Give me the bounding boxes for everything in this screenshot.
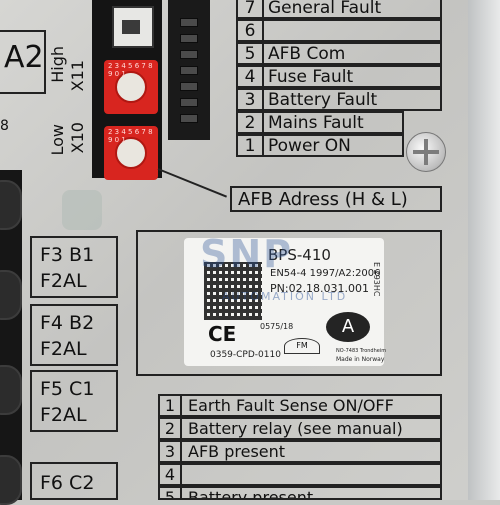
model-name: BPS-410	[268, 246, 331, 264]
ce-mark: CE	[208, 322, 237, 346]
function-label: AFB present	[188, 442, 286, 461]
x10-label: X10	[68, 122, 87, 154]
address-text: NO-7483 Trondheim	[336, 348, 387, 354]
fuse-line1: F3 B1	[40, 244, 95, 266]
rotary-switch-low[interactable]: 2 3 4 5 6 7 8 9 0 1	[104, 126, 158, 180]
led-label: Battery Fault	[268, 90, 378, 110]
fuse-label-f4: F4 B2 F2AL	[30, 304, 118, 366]
led-label: Power ON	[268, 136, 351, 156]
afb-address-box	[230, 186, 442, 212]
x11-label: X11	[68, 60, 87, 92]
led-row: 1 Power ON	[236, 134, 404, 157]
made-in-text: Made in Norway	[336, 356, 385, 363]
rotary-dial	[115, 71, 147, 103]
led-number: 1	[238, 136, 264, 156]
function-label: Battery present	[188, 488, 314, 500]
led-row: 3 Battery Fault	[236, 88, 442, 111]
cert-number: 0359-CPD-0110	[210, 350, 281, 360]
rotary-digits: 2 3 4 5 6 7 8 9 0 1	[108, 128, 153, 144]
brand-seal-icon: A	[326, 312, 370, 342]
fuse-label-f5: F5 C1 F2AL	[30, 370, 118, 432]
low-label: Low	[48, 124, 67, 156]
afb-address-label: AFB Adress (H & L)	[238, 189, 408, 210]
function-number: 3	[160, 442, 182, 461]
fuse-line2: F2AL	[40, 338, 87, 360]
fuse-line2: F2AL	[40, 404, 87, 426]
fuse-line1: F4 B2	[40, 312, 95, 334]
led-label: General Fault	[268, 0, 382, 18]
part-number: PN:02.18.031.001	[270, 282, 370, 295]
standard-text: EN54-4 1997/A2:2006	[270, 268, 381, 279]
watermark-subtext: AUTOMATION LTD	[222, 290, 348, 303]
led-row: 4 Fuse Fault	[236, 65, 442, 88]
led-number: 4	[238, 67, 264, 87]
fuse-line2: F2AL	[40, 270, 87, 292]
led-row: 5 AFB Com	[236, 42, 442, 65]
side-code: E 293HC	[372, 262, 381, 297]
led-label: Mains Fault	[268, 113, 364, 133]
push-switch-core	[122, 20, 140, 34]
a2-box	[0, 30, 46, 94]
dip-switch-column	[168, 0, 210, 140]
watermark-logo: SNP	[200, 232, 294, 276]
function-number: 4	[160, 465, 182, 484]
connector-knob	[0, 180, 22, 230]
year-code: 0575/18	[260, 322, 294, 331]
led-number: 2	[238, 113, 264, 133]
led-number: 5	[238, 44, 264, 64]
function-number: 5	[160, 488, 182, 498]
fuse-line1: F6 C2	[40, 472, 95, 494]
led-label: Fuse Fault	[268, 67, 354, 87]
screw-icon	[406, 132, 446, 172]
connector-knob	[0, 270, 22, 320]
product-label-frame	[136, 230, 442, 376]
led-row: 6	[236, 19, 442, 42]
hex-standoff	[62, 190, 102, 230]
function-number: 2	[160, 419, 182, 438]
function-label: Earth Fault Sense ON/OFF	[188, 396, 394, 415]
b-fragment-label: 8	[0, 118, 9, 134]
fuse-label-f6: F6 C2	[30, 462, 118, 500]
function-row: 2 Battery relay (see manual)	[158, 417, 442, 440]
led-number: 6	[238, 21, 264, 41]
fuse-line1: F5 C1	[40, 378, 95, 400]
rotary-dial	[115, 137, 147, 169]
led-row: 2 Mains Fault	[236, 111, 404, 134]
right-edge	[468, 0, 500, 500]
qr-code	[204, 262, 262, 320]
left-connector-strip	[0, 170, 22, 500]
function-row: 1 Earth Fault Sense ON/OFF	[158, 394, 442, 417]
function-label: Battery relay (see manual)	[188, 419, 403, 438]
led-row: 7 General Fault	[236, 0, 442, 19]
function-number: 1	[160, 396, 182, 415]
rotary-digits: 2 3 4 5 6 7 8 9 0 1	[108, 62, 153, 78]
fm-mark: FM	[284, 338, 320, 354]
function-row: 4	[158, 463, 442, 486]
fuse-label-f3: F3 B1 F2AL	[30, 236, 118, 298]
function-row: 5 Battery present	[158, 486, 442, 500]
function-row: 3 AFB present	[158, 440, 442, 463]
rotary-switch-high[interactable]: 2 3 4 5 6 7 8 9 0 1	[104, 60, 158, 114]
connector-knob	[0, 455, 22, 505]
led-label: AFB Com	[268, 44, 346, 64]
connector-knob	[0, 365, 22, 415]
led-number: 3	[238, 90, 264, 110]
led-number: 7	[238, 0, 264, 18]
a2-label: A2	[4, 40, 44, 75]
high-label: High	[48, 46, 67, 83]
